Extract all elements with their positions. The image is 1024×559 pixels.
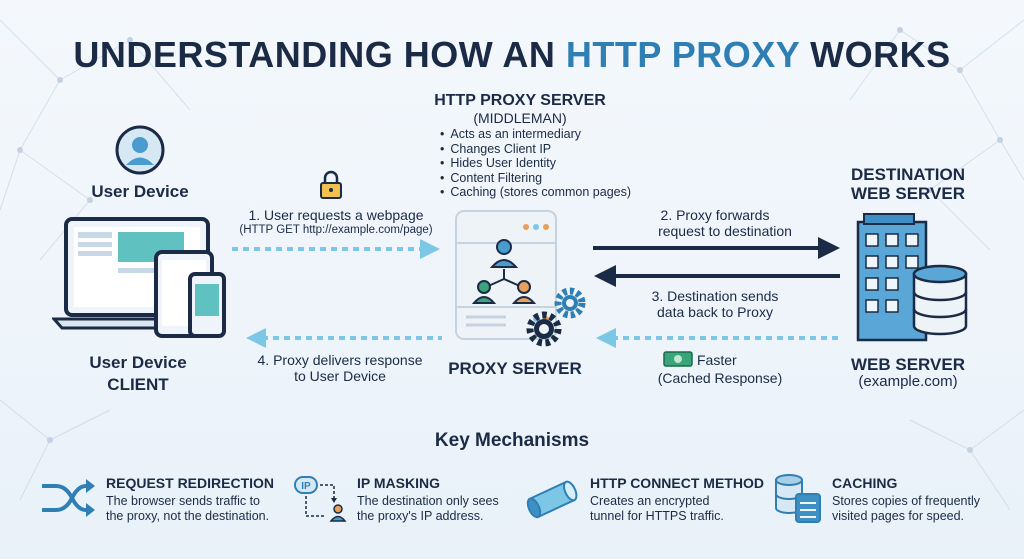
proxy-info-subheading: (MIDDLEMAN)	[473, 110, 567, 126]
web-server-building-icon	[856, 213, 968, 342]
proxy-info-heading: HTTP PROXY SERVER	[434, 92, 606, 109]
proxy-server-label: PROXY SERVER	[448, 359, 582, 378]
mechanism-4-desc-line-1: Stores copies of frequently	[832, 494, 980, 508]
user-device-top-label: User Device	[91, 182, 189, 201]
cached-response-arrow	[596, 328, 840, 348]
mechanism-3-title: HTTP CONNECT METHOD	[590, 475, 764, 491]
step-4-label: 4. Proxy delivers response	[257, 352, 423, 368]
mechanism-3-desc-line-1: Creates an encrypted	[590, 494, 710, 508]
mechanism-4-title: CACHING	[832, 475, 898, 491]
database-cache-icon	[775, 474, 821, 523]
proxy-feature-item: Content Filtering	[440, 171, 660, 186]
mechanism-2-title: IP MASKING	[357, 475, 440, 491]
step-1-label: 1. User requests a webpage	[248, 207, 424, 223]
step-2-label: 2. Proxy forwards	[660, 207, 770, 223]
money-icon	[663, 351, 693, 367]
mechanism-1-desc-line-1: The browser sends traffic to	[106, 494, 261, 508]
key-mechanisms-heading: Key Mechanisms	[434, 430, 590, 451]
proxy-feature-item: Changes Client IP	[440, 142, 660, 157]
client-devices-icon	[52, 217, 226, 338]
proxy-feature-item: Hides User Identity	[440, 156, 660, 171]
mechanism-2-desc-line-2: the proxy's IP address.	[357, 509, 484, 523]
shuffle-redirect-icon	[42, 479, 95, 517]
mechanism-1-desc-line-2: the proxy, not the destination.	[106, 509, 270, 523]
cache-response-label: (Cached Response)	[657, 370, 783, 386]
ip-badge-text: IP	[301, 481, 311, 492]
step-3-arrow	[594, 265, 840, 287]
destination-domain: (example.com)	[858, 373, 958, 390]
proxy-feature-item: Acts as an intermediary	[440, 127, 660, 142]
proxy-server-icon	[455, 210, 586, 347]
title-accent: HTTP PROXY	[565, 34, 800, 75]
client-label: CLIENT	[107, 375, 169, 394]
ip-masking-icon: IP	[294, 476, 347, 522]
title-part-1: UNDERSTANDING HOW AN	[73, 34, 566, 75]
page-title: UNDERSTANDING HOW AN HTTP PROXY WORKS	[0, 34, 1024, 76]
cache-faster-label: Faster	[697, 352, 737, 368]
title-part-2: WORKS	[799, 34, 951, 75]
step-2-arrow	[593, 237, 840, 259]
mechanism-2-desc-line-1: The destination only sees	[357, 494, 499, 508]
tunnel-icon	[526, 480, 578, 519]
mechanism-4-desc-line-2: visited pages for speed.	[832, 509, 965, 523]
user-avatar-icon	[115, 125, 165, 175]
step-3-detail: data back to Proxy	[657, 304, 773, 320]
lock-icon	[320, 170, 342, 199]
step-4-arrow	[246, 328, 442, 348]
step-4-detail: to User Device	[294, 368, 386, 384]
step-1-arrow	[232, 239, 440, 259]
step-3-label: 3. Destination sends	[651, 288, 779, 304]
mechanism-1-title: REQUEST REDIRECTION	[106, 475, 275, 491]
destination-label: DESTINATION	[851, 165, 965, 184]
user-device-bottom-label: User Device	[89, 353, 187, 372]
proxy-feature-item: Caching (stores common pages)	[440, 185, 660, 200]
step-1-detail: (HTTP GET http://example.com/page)	[239, 224, 433, 236]
web-server-bottom-label: WEB SERVER	[851, 355, 965, 374]
mechanism-3-desc-line-2: tunnel for HTTPS traffic.	[590, 509, 724, 523]
web-server-top-label: WEB SERVER	[851, 184, 965, 203]
step-2-detail: request to destination	[658, 223, 792, 239]
proxy-feature-list: Acts as an intermediaryChanges Client IP…	[440, 127, 660, 200]
